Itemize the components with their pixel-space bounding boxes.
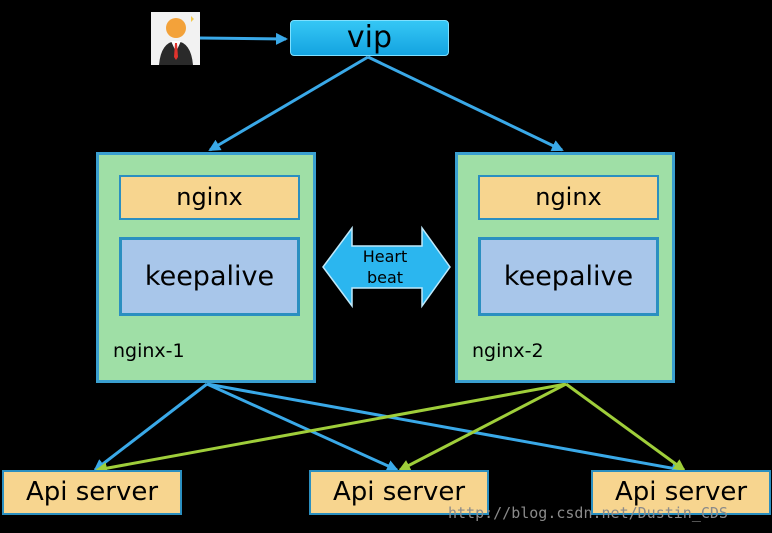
api-server-2: Api server xyxy=(309,470,489,515)
keepalive-box: keepalive xyxy=(119,237,300,316)
heartbeat-line-1: Heart xyxy=(362,247,408,266)
nginx-node-2: nginx keepalive nginx-2 xyxy=(455,152,675,383)
nginx-1-to-api-2-arrow xyxy=(206,382,399,472)
heartbeat-label: Heart beat xyxy=(340,246,430,288)
api-server-label: Api server xyxy=(25,477,159,507)
nginx-box: nginx xyxy=(478,175,659,220)
nginx-1-to-api-1-arrow xyxy=(93,382,208,472)
nginx-label: nginx xyxy=(176,183,243,211)
keepalive-label: keepalive xyxy=(144,261,275,292)
api-server-1: Api server xyxy=(2,470,182,515)
user-to-vip-arrow xyxy=(199,32,288,45)
vip-label: vip xyxy=(346,20,393,55)
watermark-text: http://blog.csdn.net/Dustin_CDS xyxy=(448,504,728,522)
heartbeat-double-arrow xyxy=(322,225,451,309)
nginx-1-to-api-3-arrow xyxy=(206,382,684,475)
nginx-2-to-api-3-arrow xyxy=(565,382,686,472)
vip-to-nginx-1-arrow xyxy=(208,55,369,152)
keepalive-box: keepalive xyxy=(478,237,659,316)
heartbeat-line-2: beat xyxy=(366,268,404,287)
vip-box: vip xyxy=(290,20,449,56)
user-avatar-icon xyxy=(151,12,200,65)
nginx-2-to-api-1-arrow xyxy=(95,382,567,475)
nginx-box: nginx xyxy=(119,175,300,220)
keepalive-label: keepalive xyxy=(503,261,634,292)
node-name-label: nginx-1 xyxy=(113,340,185,362)
api-server-3: Api server xyxy=(591,470,771,515)
nginx-node-1: nginx keepalive nginx-1 xyxy=(96,152,316,383)
node-name-label: nginx-2 xyxy=(472,340,544,362)
nginx-label: nginx xyxy=(535,183,602,211)
api-server-label: Api server xyxy=(614,477,748,507)
api-server-label: Api server xyxy=(332,477,466,507)
vip-to-nginx-2-arrow xyxy=(367,55,564,152)
nginx-2-to-api-2-arrow xyxy=(398,382,567,472)
